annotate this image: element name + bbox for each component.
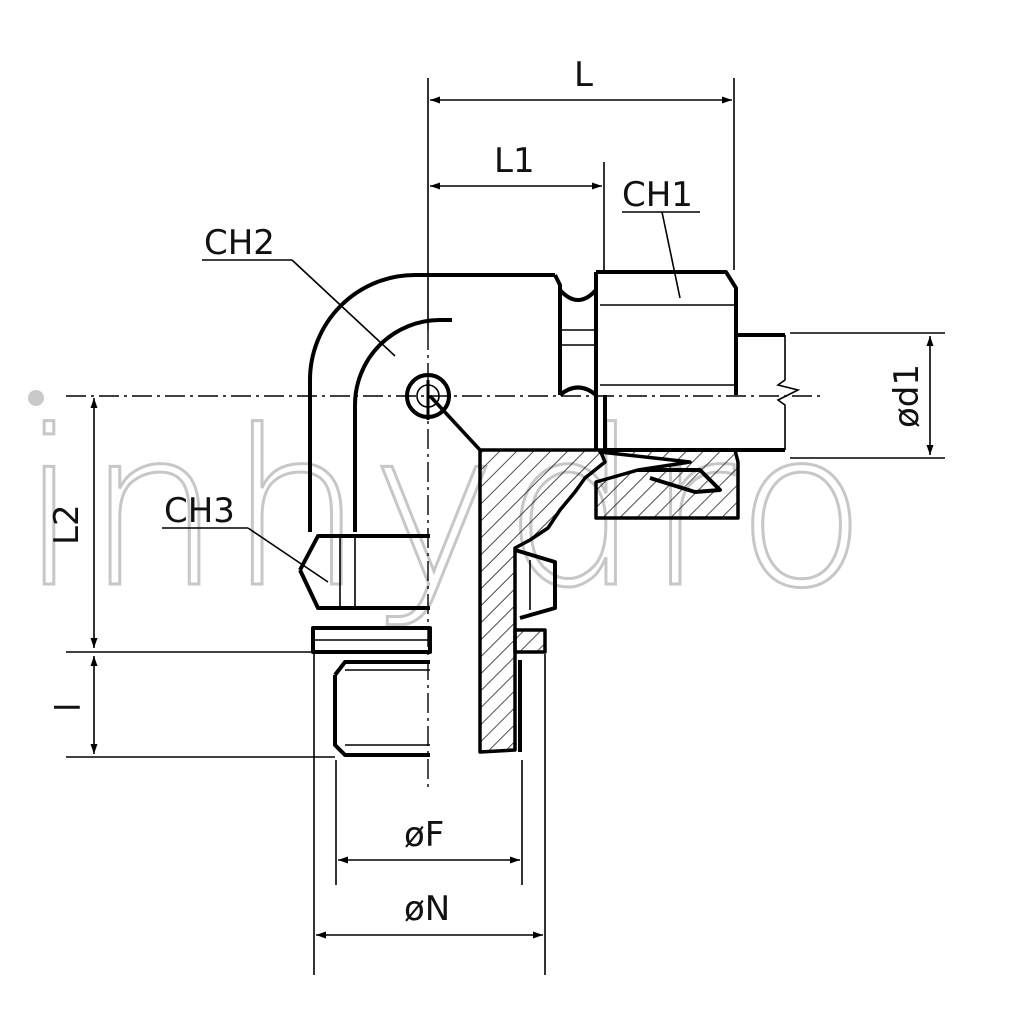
callout-ch2-label: CH2 bbox=[204, 223, 275, 263]
dimension-l bbox=[66, 656, 335, 758]
section-hatching bbox=[428, 394, 607, 754]
nut-ch1 bbox=[594, 270, 801, 520]
dimension-d1 bbox=[790, 332, 945, 459]
watermark-dot bbox=[28, 390, 44, 406]
dimension-L-label: L bbox=[574, 55, 593, 95]
dimension-F bbox=[335, 760, 523, 885]
port-ch3 bbox=[298, 534, 557, 757]
dimension-N-label: øN bbox=[404, 889, 450, 929]
datum-symbol bbox=[405, 373, 451, 420]
callout-ch1-leader bbox=[622, 211, 700, 299]
dimension-L bbox=[427, 78, 735, 330]
callout-ch1-label: CH1 bbox=[622, 175, 693, 215]
dimension-L1 bbox=[430, 162, 605, 270]
callout-ch3-leader bbox=[162, 527, 329, 583]
callout-ch2-leader bbox=[202, 259, 396, 357]
callout-ch3-label: CH3 bbox=[164, 491, 235, 531]
dimension-l-label: l bbox=[49, 703, 89, 712]
watermark-text: inhydro bbox=[20, 384, 873, 635]
dimension-L2-label: L2 bbox=[47, 504, 87, 545]
dimension-N bbox=[313, 654, 546, 975]
dimension-L2 bbox=[66, 398, 313, 653]
dimension-L1-label: L1 bbox=[494, 141, 535, 181]
dimension-d1-label: ød1 bbox=[887, 364, 927, 428]
dimension-F-label: øF bbox=[404, 815, 444, 855]
